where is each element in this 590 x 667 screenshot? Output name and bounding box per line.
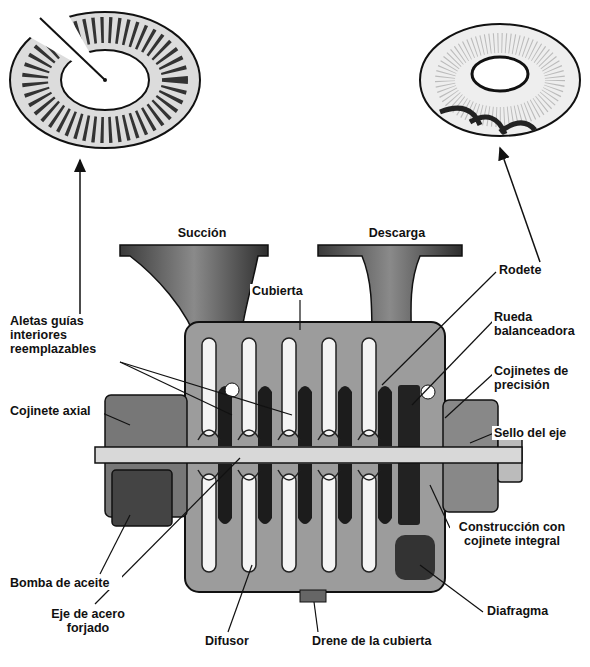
pump-section — [95, 245, 522, 602]
part-label: Cojinetes de precisión — [492, 364, 586, 392]
part-label: Sello del eje — [492, 426, 586, 440]
part-label: Drene de la cubierta — [310, 634, 454, 648]
impeller-sketch — [420, 24, 580, 136]
guide-vane-ring — [0, 0, 200, 148]
part-label: Succión — [160, 226, 244, 240]
part-label: Cojinete axial — [8, 404, 104, 418]
part-label: Diafragma — [485, 604, 579, 618]
part-label: Construcción con cojinete integral — [450, 520, 574, 548]
part-label: Difusor — [203, 634, 267, 648]
part-label: Bomba de aceite — [8, 576, 122, 590]
part-label: Rueda balanceadora — [492, 310, 586, 338]
part-label: Descarga — [350, 226, 444, 240]
part-label: Aletas guías interiores reemplazables — [8, 314, 122, 356]
part-label: Cubierta — [250, 284, 324, 298]
part-label: Rodete — [497, 263, 581, 277]
part-label: Eje de acero forjado — [40, 607, 136, 635]
leader-lines — [95, 272, 496, 632]
